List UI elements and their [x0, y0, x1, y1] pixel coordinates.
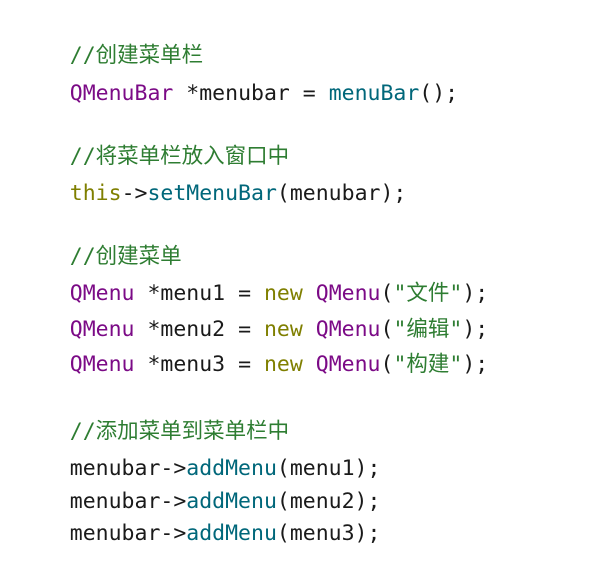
- code-line-set-menubar: this->setMenuBar(menubar);: [18, 146, 407, 206]
- function-token: addMenu: [186, 521, 277, 546]
- function-token: addMenu: [186, 456, 277, 481]
- string-token: "编辑": [393, 317, 463, 342]
- code-line-add-menu1: menubar->addMenu(menu1);: [18, 421, 381, 481]
- comment-token: //将菜单栏放入窗口中: [69, 144, 290, 169]
- keyword-token: new: [263, 317, 303, 342]
- keyword-token: new: [263, 281, 303, 306]
- comment-token: //创建菜单栏: [69, 43, 204, 68]
- plain-token: );: [462, 352, 489, 377]
- code-line-comment-create-menubar: //创建菜单栏: [18, 8, 203, 68]
- plain-token: (: [380, 317, 394, 342]
- plain-token: ->: [121, 181, 148, 206]
- code-line-add-menu2: menubar->addMenu(menu2);: [18, 454, 381, 514]
- plain-token: *menu3 =: [134, 352, 264, 377]
- plain-token: menubar->: [69, 489, 187, 514]
- code-line-comment-set-menubar: //将菜单栏放入窗口中: [18, 109, 289, 169]
- comment-token: //创建菜单: [69, 244, 182, 269]
- type-token: QMenu: [315, 317, 381, 342]
- string-token: "文件": [393, 281, 463, 306]
- code-line-declare-menu3: QMenu *menu3 = new QMenu("构建");: [18, 317, 488, 377]
- type-token: QMenu: [315, 281, 381, 306]
- plain-token: (menubar);: [276, 181, 407, 206]
- code-editor[interactable]: //创建菜单栏 QMenuBar *menubar = menuBar(); /…: [0, 0, 597, 546]
- keyword-token: this: [69, 181, 122, 206]
- plain-token: (menu1);: [276, 456, 381, 481]
- function-token: addMenu: [186, 489, 277, 514]
- code-line-declare-menu1: QMenu *menu1 = new QMenu("文件");: [18, 246, 488, 306]
- plain-token: (menu2);: [276, 489, 381, 514]
- plain-token: );: [462, 317, 489, 342]
- function-token: menuBar: [328, 81, 420, 106]
- plain-token: );: [462, 281, 489, 306]
- code-line-declare-menubar: QMenuBar *menubar = menuBar();: [18, 46, 458, 106]
- type-token: QMenu: [69, 281, 135, 306]
- plain-token: (menu3);: [276, 521, 381, 546]
- type-token: QMenu: [69, 352, 135, 377]
- plain-token: (: [380, 281, 394, 306]
- code-line-add-menu3: menubar->addMenu(menu3);: [18, 486, 381, 546]
- plain-token: [303, 352, 316, 377]
- plain-token: *menubar =: [173, 81, 329, 106]
- plain-token: *menu1 =: [134, 281, 264, 306]
- function-token: setMenuBar: [147, 181, 277, 206]
- code-line-comment-create-menu: //创建菜单: [18, 209, 182, 269]
- type-token: QMenu: [69, 317, 135, 342]
- type-token: QMenuBar: [69, 81, 174, 106]
- code-line-declare-menu2: QMenu *menu2 = new QMenu("编辑");: [18, 282, 488, 342]
- plain-token: (: [380, 352, 394, 377]
- plain-token: ();: [419, 81, 459, 106]
- plain-token: menubar->: [69, 521, 187, 546]
- type-token: QMenu: [315, 352, 381, 377]
- string-token: "构建": [393, 352, 463, 377]
- plain-token: menubar->: [69, 456, 187, 481]
- plain-token: *menu2 =: [134, 317, 264, 342]
- keyword-token: new: [263, 352, 303, 377]
- comment-token: //添加菜单到菜单栏中: [69, 419, 290, 444]
- code-line-comment-add-menu: //添加菜单到菜单栏中: [18, 384, 289, 444]
